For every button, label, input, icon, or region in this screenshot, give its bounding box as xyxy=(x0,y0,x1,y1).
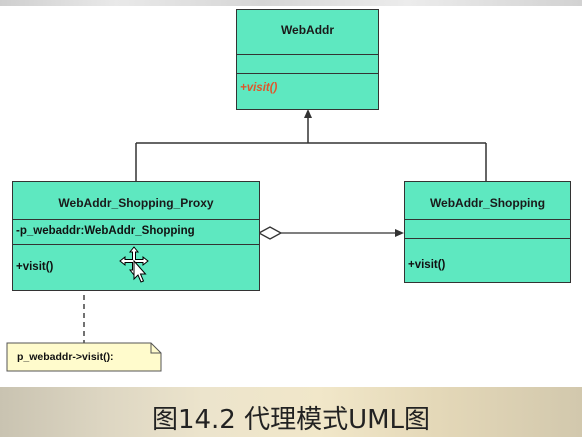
class-proxy-name: WebAddr_Shopping_Proxy xyxy=(58,196,214,210)
class-proxy-attributes xyxy=(13,219,259,220)
class-webaddr-attributes xyxy=(237,54,378,55)
class-webaddr[interactable]: WebAddr +visit() xyxy=(236,9,379,110)
class-webaddr-shopping[interactable]: WebAddr_Shopping +visit() xyxy=(404,181,571,283)
class-webaddr-methods xyxy=(237,73,378,74)
class-shopping-methods xyxy=(405,238,570,239)
class-proxy-method-visit: +visit() xyxy=(16,261,54,273)
class-proxy-attribute-p-webaddr: -p_webaddr:WebAddr_Shopping xyxy=(16,225,195,237)
top-image-strip xyxy=(0,0,582,6)
class-shopping-attributes xyxy=(405,219,570,220)
class-proxy-methods xyxy=(13,244,259,245)
class-shopping-method-visit: +visit() xyxy=(408,259,446,271)
note-text: p_webaddr->visit(): xyxy=(17,351,114,363)
move-cursor-icon xyxy=(119,246,149,289)
note[interactable]: p_webaddr->visit(): xyxy=(7,343,161,371)
caption-background xyxy=(0,387,582,437)
figure-caption: 图14.2 代理模式UML图 xyxy=(151,405,431,435)
note-shape xyxy=(6,342,162,372)
aggregation-arrowhead xyxy=(395,229,404,237)
class-webaddr-name: WebAddr xyxy=(280,23,335,37)
aggregation-diamond xyxy=(257,226,283,240)
class-shopping-name: WebAddr_Shopping xyxy=(429,196,546,210)
generalization-arrowhead xyxy=(304,109,312,118)
class-webaddr-method-visit: +visit() xyxy=(240,82,278,94)
